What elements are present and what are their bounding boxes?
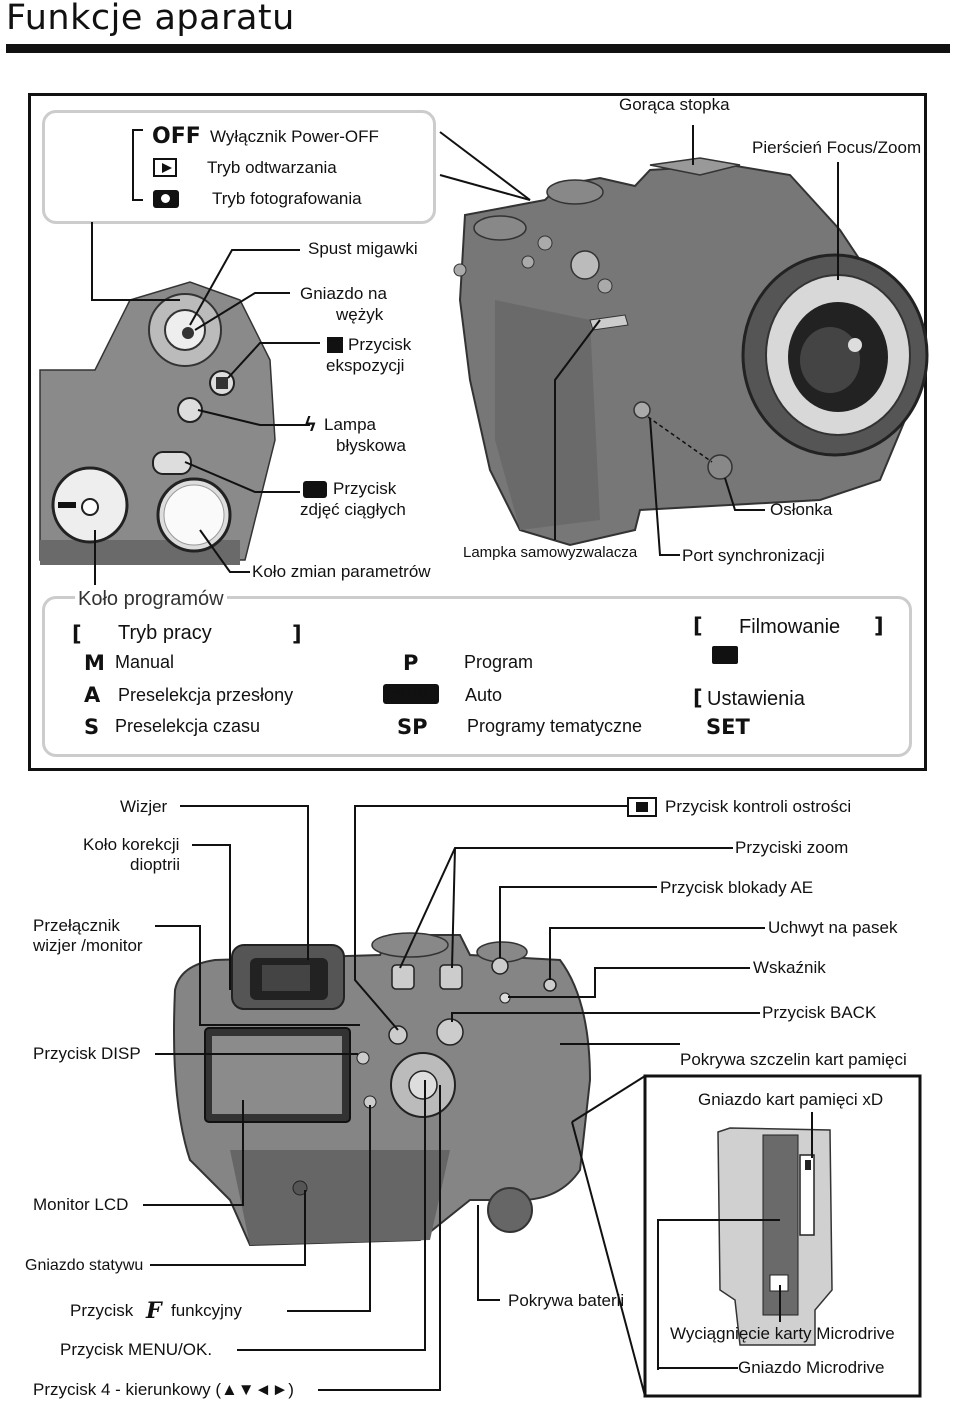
mode-auto-symbol: AUTO (383, 684, 439, 704)
mode-a-symbol: A (84, 683, 101, 707)
movie-icon (712, 646, 738, 664)
page-title: Funkcje aparatu (6, 0, 295, 38)
cable-socket-label-1: Gniazdo na (300, 284, 387, 303)
xd-slot-label: Gniazdo kart pamięci xD (698, 1090, 884, 1109)
diopter-label-1: Koło korekcji (83, 835, 180, 854)
shutter-label: Spust migawki (308, 239, 418, 258)
function-label-pre: Przycisk (70, 1301, 134, 1320)
flash-label-2: błyskowa (336, 436, 406, 455)
vf-switch-label-2: wizjer /monitor (33, 936, 143, 955)
off-symbol: OFF (152, 124, 201, 149)
indicator-label: Wskaźnik (753, 958, 826, 977)
flash-icon: ϟ (305, 414, 316, 436)
back-label: Przycisk BACK (762, 1003, 877, 1022)
setup-bracket-open: [ (693, 686, 703, 710)
mode-a-text: Preselekcja przesłony (118, 685, 294, 705)
program-dial-heading: Koło programów (75, 588, 227, 611)
battery-cover-label: Pokrywa baterii (508, 1291, 625, 1310)
program-dial-box (42, 596, 912, 757)
mode-auto-text: Auto (465, 685, 503, 705)
cable-socket-label-2: wężyk (336, 305, 384, 324)
continuous-icon (303, 481, 327, 498)
mode-switch-box (42, 110, 436, 224)
zoom-label: Przyciski zoom (735, 838, 849, 857)
mode-s-symbol: S (84, 715, 100, 739)
exposure-label-2: ekspozycji (326, 356, 405, 375)
tripod-label: Gniazdo statywu (25, 1257, 144, 1274)
lcd-label: Monitor LCD (33, 1195, 129, 1214)
mode-p-text: Program (464, 652, 534, 672)
movie-bracket-open: [ (693, 614, 703, 638)
playback-icon (153, 158, 177, 177)
vf-switch-label-1: Przełącznik (33, 916, 120, 935)
movie-bracket-close: ] (874, 614, 884, 638)
strap-label: Uchwyt na pasek (768, 918, 898, 937)
off-label: Wyłącznik Power-OFF (210, 127, 379, 146)
disp-label: Przycisk DISP (33, 1044, 141, 1063)
sync-port-label: Port synchronizacji (682, 546, 825, 565)
exposure-label-1: Przycisk (348, 335, 412, 354)
mode-s-text: Preselekcja czasu (115, 716, 261, 736)
movie-heading: Filmowanie (739, 616, 841, 638)
focus-check-label: Przycisk kontroli ostrości (665, 797, 852, 816)
work-mode-bracket-open: [ (72, 622, 82, 646)
mode-m-text: Manual (115, 652, 175, 672)
menu-ok-label: Przycisk MENU/OK. (60, 1340, 213, 1359)
four-way-label: Przycisk 4 - kierunkowy (▲▼◄►) (33, 1380, 294, 1399)
hot-shoe-label: Gorąca stopka (619, 95, 730, 114)
function-icon: F (146, 1298, 162, 1324)
diopter-label-2: dioptrii (130, 855, 181, 874)
shoot-label: Tryb fotografowania (212, 189, 362, 208)
work-mode-heading: Tryb pracy (118, 622, 212, 644)
mode-sp-text: Programy tematyczne (467, 716, 643, 736)
command-dial-label: Koło zmian parametrów (252, 562, 431, 581)
focus-check-icon (627, 797, 657, 817)
mode-p-symbol: P (403, 651, 419, 675)
function-label-post: funkcyjny (171, 1301, 242, 1320)
microdrive-slot-label: Gniazdo Microdrive (738, 1358, 885, 1377)
microdrive-eject-label: Wyciągnięcie karty Microdrive (670, 1324, 895, 1343)
setup-symbol: SET (706, 715, 750, 739)
work-mode-bracket-close: ] (292, 622, 302, 646)
continuous-label-1: Przycisk (333, 479, 397, 498)
playback-label: Tryb odtwarzania (207, 158, 337, 177)
focus-ring-label: Pierścień Focus/Zoom (752, 138, 922, 157)
continuous-label-2: zdjęć ciągłych (300, 500, 406, 519)
title-rule (6, 44, 950, 53)
setup-heading: Ustawienia (707, 688, 805, 710)
card-cover-label: Pokrywa szczelin kart pamięci (680, 1050, 907, 1069)
flash-label-1: Lampa (324, 415, 376, 434)
camera-icon (153, 190, 179, 208)
mode-m-symbol: M (84, 651, 105, 675)
ae-lock-label: Przycisk blokady AE (660, 878, 814, 897)
cover-label: Osłonka (770, 500, 833, 519)
self-timer-lamp-label: Lampka samowyzwalacza (463, 544, 638, 561)
exposure-icon (327, 337, 343, 353)
mode-sp-symbol: SP (397, 715, 428, 739)
viewfinder-label: Wizjer (120, 797, 168, 816)
